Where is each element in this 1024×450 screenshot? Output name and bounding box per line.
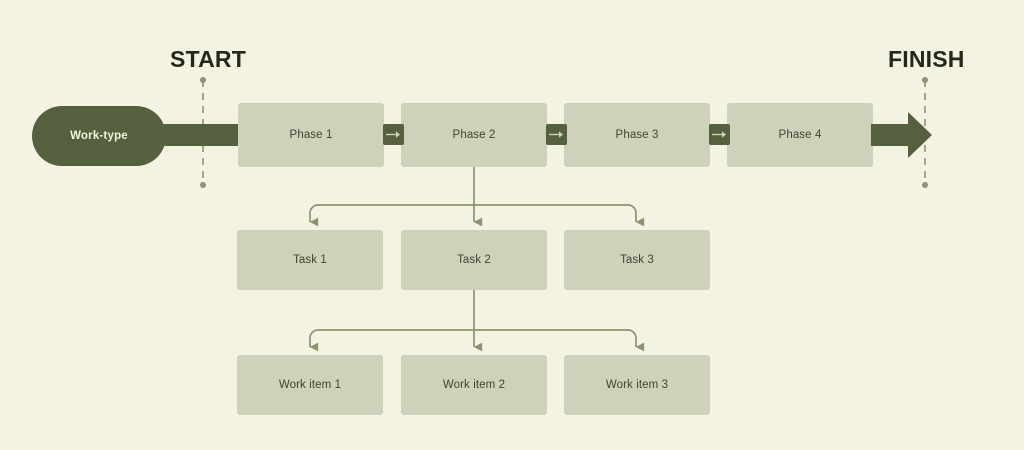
phase-label-2: Phase 2	[452, 129, 496, 141]
task-box-1[interactable]: Task 1	[237, 230, 383, 290]
task-box-2[interactable]: Task 2	[401, 230, 547, 290]
task-box-3[interactable]: Task 3	[564, 230, 710, 290]
phase-box-3[interactable]: Phase 3	[564, 103, 710, 167]
work-item-box-1[interactable]: Work item 1	[237, 355, 383, 415]
arrow-right-icon	[549, 130, 564, 139]
phase-box-1[interactable]: Phase 1	[238, 103, 384, 167]
task-label-2: Task 2	[457, 254, 491, 266]
task-label-3: Task 3	[620, 254, 654, 266]
work-type-label: Work-type	[70, 130, 128, 142]
phase-label-3: Phase 3	[615, 129, 659, 141]
phase-connector-2-3	[546, 124, 567, 145]
work-item-label-3: Work item 3	[605, 379, 669, 391]
phase-box-4[interactable]: Phase 4	[727, 103, 873, 167]
phase-box-2[interactable]: Phase 2	[401, 103, 547, 167]
task-label-1: Task 1	[293, 254, 327, 266]
phase2-to-tasks-connector	[309, 167, 645, 227]
finish-milestone-label: FINISH	[888, 46, 965, 72]
work-type-node[interactable]: Work-type	[32, 106, 166, 166]
work-item-label-2: Work item 2	[442, 379, 506, 391]
arrow-right-icon	[712, 130, 727, 139]
work-type-to-phase-bar	[164, 124, 242, 146]
work-item-box-2[interactable]: Work item 2	[401, 355, 547, 415]
work-item-box-3[interactable]: Work item 3	[564, 355, 710, 415]
phase-label-1: Phase 1	[289, 129, 333, 141]
finish-guide-line	[922, 77, 928, 188]
task2-to-work-items-connector	[309, 290, 645, 352]
phase-label-4: Phase 4	[778, 129, 822, 141]
arrow-right-icon	[871, 112, 932, 158]
work-item-label-1: Work item 1	[278, 379, 342, 391]
start-milestone-label: START	[170, 46, 246, 72]
phase-connector-1-2	[383, 124, 404, 145]
arrow-right-icon	[386, 130, 401, 139]
phase-connector-3-4	[709, 124, 730, 145]
